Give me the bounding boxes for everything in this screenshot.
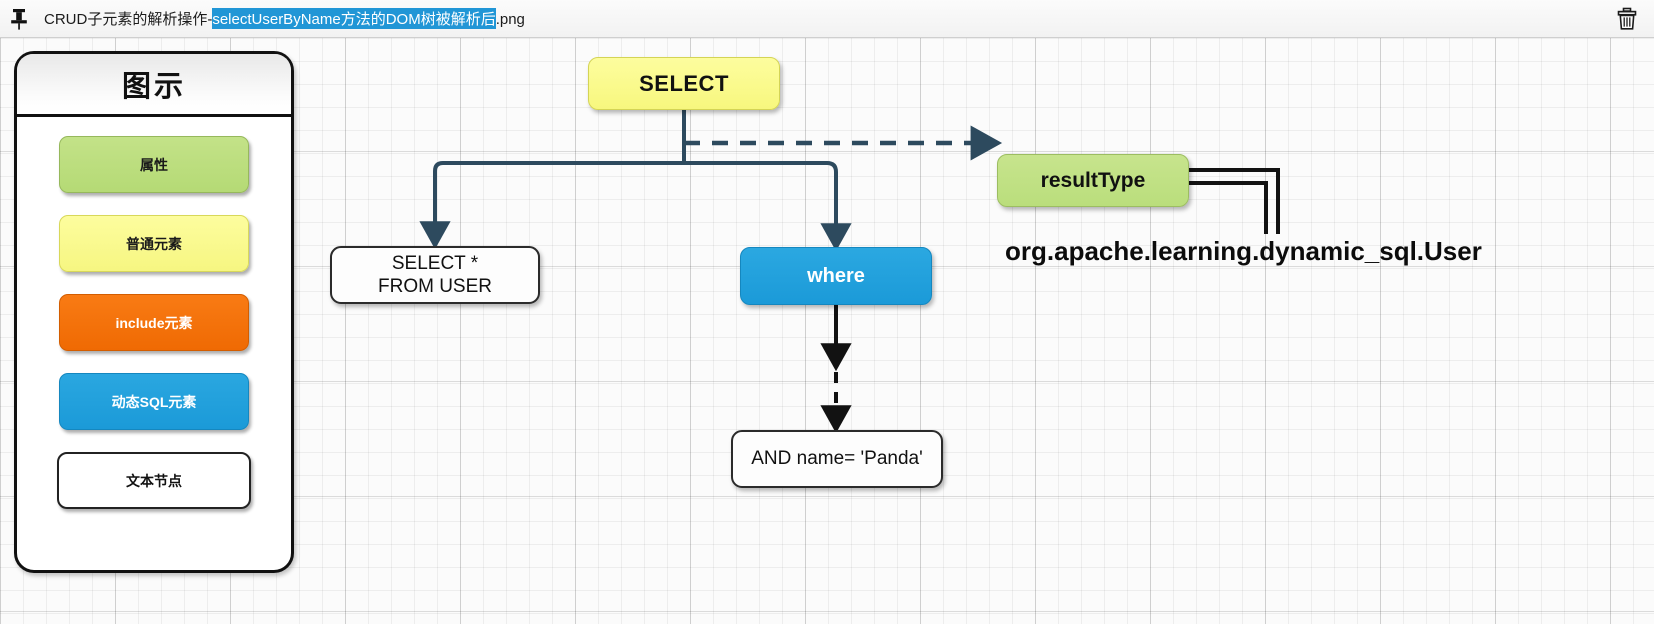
- legend-items: 属性 普通元素 include元素 动态SQL元素 文本节点: [17, 117, 291, 509]
- node-and-name-condition[interactable]: AND name= 'Panda': [731, 430, 943, 488]
- node-result-type[interactable]: resultType: [997, 154, 1189, 207]
- legend-item-include-element: include元素: [59, 294, 249, 351]
- legend-item-attribute: 属性: [59, 136, 249, 193]
- legend-item-label: 动态SQL元素: [111, 393, 197, 410]
- legend-panel: 图示 属性 普通元素 include元素 动态SQL元素 文本节点: [14, 51, 294, 573]
- file-name-extension: .png: [495, 11, 525, 28]
- pushpin-icon[interactable]: [0, 0, 38, 38]
- file-name-selected[interactable]: selectUserByName方法的DOM树被解析后: [212, 8, 496, 29]
- file-name-label: CRUD子元素的解析操作-selectUserByName方法的DOM树被解析后…: [44, 8, 525, 29]
- legend-item-label: 属性: [140, 156, 168, 173]
- node-where[interactable]: where: [740, 247, 932, 305]
- legend-item-label: 普通元素: [126, 235, 182, 252]
- result-type-value-label: org.apache.learning.dynamic_sql.User: [1005, 236, 1482, 266]
- legend-title: 图示: [121, 71, 186, 103]
- edge-select-to-selectfrom: [419, 161, 684, 250]
- legend-item-text-node: 文本节点: [57, 452, 251, 509]
- edge-resulttype-bracket-outer: [1188, 168, 1280, 234]
- node-select[interactable]: SELECT: [588, 57, 780, 110]
- node-select-from-user[interactable]: SELECT * FROM USER: [330, 246, 540, 304]
- node-select-label: SELECT: [639, 70, 729, 96]
- node-where-label: where: [807, 264, 865, 287]
- node-select-from-line2: FROM USER: [378, 276, 492, 297]
- legend-header: 图示: [17, 54, 291, 117]
- edge-select-to-where: [684, 161, 852, 252]
- legend-item-label: 文本节点: [126, 472, 182, 489]
- legend-item-dynamic-sql-element: 动态SQL元素: [59, 373, 249, 430]
- trash-icon[interactable]: [1614, 6, 1640, 32]
- node-result-type-label: resultType: [1040, 168, 1146, 192]
- legend-item-ordinary-element: 普通元素: [59, 215, 249, 272]
- node-select-from-line1: SELECT *: [391, 252, 479, 274]
- file-name-prefix: CRUD子元素的解析操作-: [44, 11, 213, 28]
- title-bar: CRUD子元素的解析操作-selectUserByName方法的DOM树被解析后…: [0, 0, 1654, 38]
- diagram-canvas[interactable]: 图示 属性 普通元素 include元素 动态SQL元素 文本节点: [0, 38, 1654, 624]
- legend-item-label: include元素: [115, 314, 193, 331]
- node-and-name-label: AND name= 'Panda': [751, 448, 923, 469]
- edge-resulttype-bracket-inner: [1188, 181, 1268, 234]
